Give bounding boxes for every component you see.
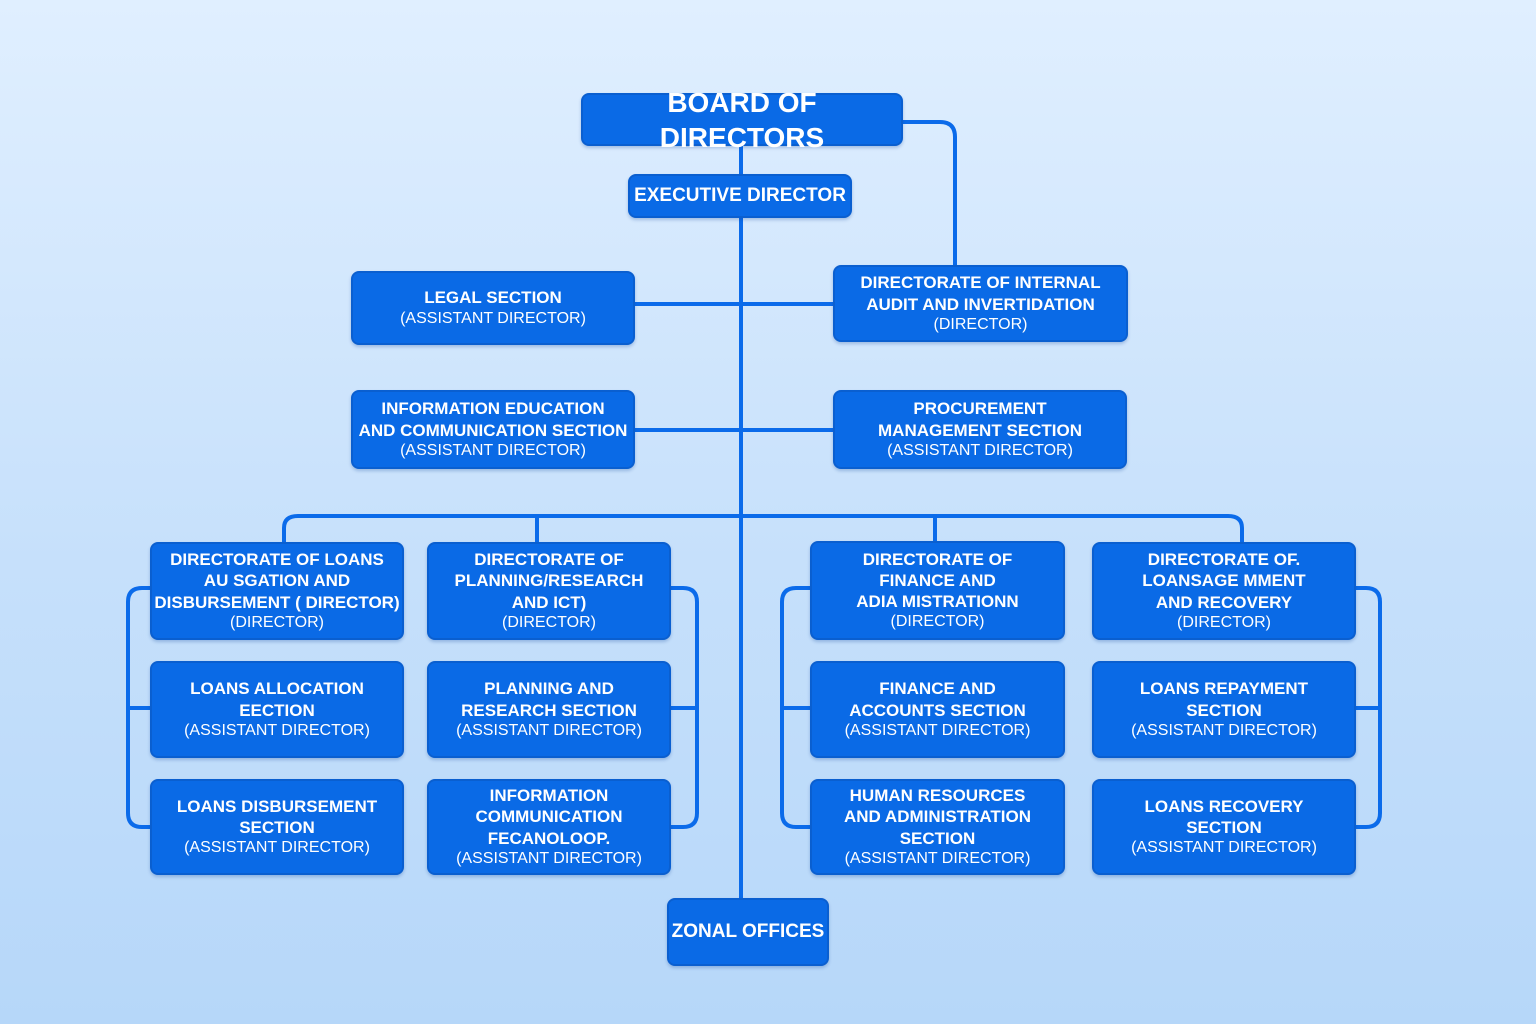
hr-sec-sub: (ASSISTANT DIRECTOR) (844, 849, 1031, 867)
board-of-directors-box[interactable]: BOARD OF DIRECTORS (581, 87, 903, 153)
loans-repayment-section-box[interactable]: LOANS REPAYMENT SECTION (ASSISTANT DIREC… (1092, 661, 1356, 758)
ict-section-box[interactable]: INFORMATION COMMUNICATION FECANOLOOP. (A… (427, 779, 671, 875)
planning-sec-sub: (ASSISTANT DIRECTOR) (456, 721, 642, 739)
audit-sub: (DIRECTOR) (933, 315, 1028, 333)
finance-directorate-box[interactable]: DIRECTORATE OF FINANCE AND ADIA MISTRATI… (810, 541, 1065, 640)
finance-accounts-section-box[interactable]: FINANCE AND ACCOUNTS SECTION (ASSISTANT … (810, 661, 1065, 758)
repayment-sec-title: LOANS REPAYMENT SECTION (1139, 679, 1309, 720)
procurement-sub: (ASSISTANT DIRECTOR) (887, 441, 1073, 459)
finance-sec-title: FINANCE AND ACCOUNTS SECTION (849, 679, 1026, 720)
recovery-dir-title: DIRECTORATE OF. LOANSAGE MMENT AND RECOV… (1142, 550, 1306, 612)
ict-sec-title: INFORMATION COMMUNICATION FECANOLOOP. (475, 786, 623, 848)
loans-dir-title: DIRECTORATE OF LOANS AU SGATION AND DISB… (154, 550, 400, 612)
planning-directorate-box[interactable]: DIRECTORATE OF PLANNING/RESEARCH AND ICT… (427, 542, 671, 640)
recovery-sec-sub: (ASSISTANT DIRECTOR) (1131, 839, 1317, 857)
finance-dir-title: DIRECTORATE OF FINANCE AND ADIA MISTRATI… (856, 549, 1019, 612)
loans-recovery-section-box[interactable]: LOANS RECOVERY SECTION (ASSISTANT DIRECT… (1092, 779, 1356, 875)
procurement-section-box[interactable]: PROCUREMENT MANAGEMENT SECTION (ASSISTAN… (833, 390, 1127, 469)
recovery-sec-title: LOANS RECOVERY SECTION (1144, 796, 1304, 837)
planning-research-section-box[interactable]: PLANNING AND RESEARCH SECTION (ASSISTANT… (427, 661, 671, 758)
legal-sub: (ASSISTANT DIRECTOR) (400, 309, 586, 327)
loans-allocation-section-box[interactable]: LOANS ALLOCATION EECTION (ASSISTANT DIRE… (150, 661, 404, 758)
procurement-title: PROCUREMENT MANAGEMENT SECTION (878, 399, 1082, 440)
hr-admin-section-box[interactable]: HUMAN RESOURCES AND ADMINISTRATION SECTI… (810, 779, 1065, 875)
loans-recovery-directorate-box[interactable]: DIRECTORATE OF. LOANSAGE MMENT AND RECOV… (1092, 542, 1356, 640)
hr-sec-title: HUMAN RESOURCES AND ADMINISTRATION SECTI… (844, 786, 1031, 848)
loans-alloc-title: LOANS ALLOCATION EECTION (190, 679, 364, 720)
zonal-title: ZONAL OFFICES (671, 921, 825, 943)
loans-disb-sub: (ASSISTANT DIRECTOR) (184, 839, 370, 857)
planning-sec-title: PLANNING AND RESEARCH SECTION (461, 679, 637, 720)
loans-alloc-sub: (ASSISTANT DIRECTOR) (184, 721, 370, 739)
board-title: BOARD OF DIRECTORS (659, 86, 825, 153)
audit-title: DIRECTORATE OF INTERNAL AUDIT AND INVERT… (860, 273, 1101, 314)
iec-section-box[interactable]: INFORMATION EDUCATION AND COMMUNICATION … (351, 390, 635, 469)
finance-dir-sub: (DIRECTOR) (890, 613, 985, 631)
finance-sec-sub: (ASSISTANT DIRECTOR) (844, 721, 1031, 739)
executive-director-box[interactable]: EXECUTIVE DIRECTOR (628, 174, 852, 218)
loans-disbursement-section-box[interactable]: LOANS DISBURSEMENT SECTION (ASSISTANT DI… (150, 779, 404, 875)
ict-sec-sub: (ASSISTANT DIRECTOR) (456, 849, 642, 867)
loans-disb-title: LOANS DISBURSEMENT SECTION (176, 796, 378, 837)
repayment-sec-sub: (ASSISTANT DIRECTOR) (1131, 721, 1317, 739)
recovery-dir-sub: (DIRECTOR) (1177, 613, 1271, 631)
internal-audit-directorate-box[interactable]: DIRECTORATE OF INTERNAL AUDIT AND INVERT… (833, 265, 1128, 342)
iec-sub: (ASSISTANT DIRECTOR) (400, 441, 586, 459)
loans-directorate-box[interactable]: DIRECTORATE OF LOANS AU SGATION AND DISB… (150, 542, 404, 640)
legal-title: LEGAL SECTION (424, 288, 562, 308)
planning-dir-sub: (DIRECTOR) (502, 613, 596, 631)
executive-title: EXECUTIVE DIRECTOR (634, 185, 846, 207)
legal-section-box[interactable]: LEGAL SECTION (ASSISTANT DIRECTOR) (351, 271, 635, 345)
loans-dir-sub: (DIRECTOR) (230, 613, 324, 631)
zonal-offices-box[interactable]: ZONAL OFFICES (667, 898, 829, 966)
planning-dir-title: DIRECTORATE OF PLANNING/RESEARCH AND ICT… (454, 550, 644, 612)
iec-title: INFORMATION EDUCATION AND COMMUNICATION … (358, 399, 628, 440)
